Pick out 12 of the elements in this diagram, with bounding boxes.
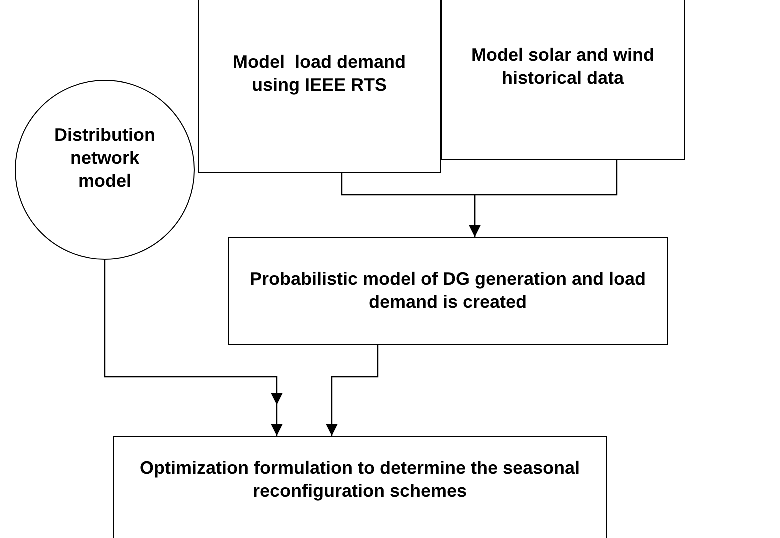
process-box [198,0,441,173]
arrow [326,345,379,436]
process-box [113,436,607,538]
node-label: Distribution network model [54,124,156,192]
arrow [469,160,618,237]
process-box [441,0,685,160]
node-label: Optimization formulation to determine the seasonal reconfiguration schemes [138,456,582,502]
process-box [228,237,668,345]
node-label: Model solar and wind historical data [470,44,656,90]
arrow [104,260,283,436]
node-label: Model load demand using IEEE RTS [232,50,407,96]
node-label: Probabilistic model of DG generation and load demand is created [248,268,648,314]
